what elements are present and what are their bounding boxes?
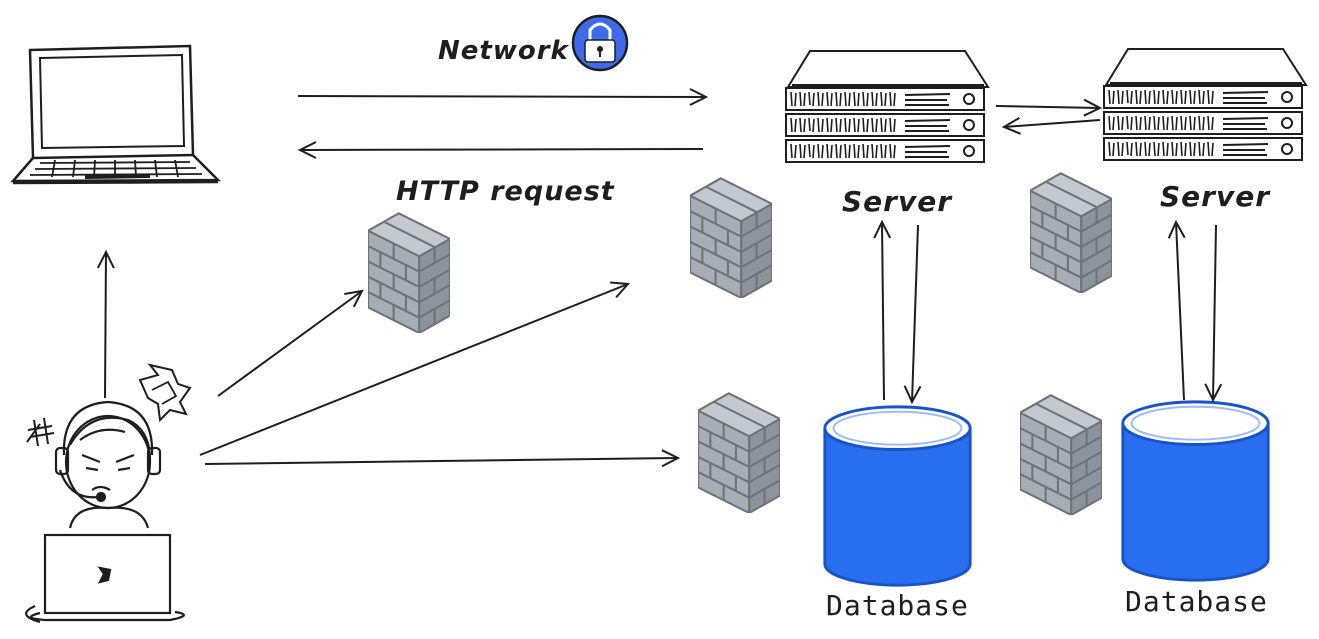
firewall-icon xyxy=(1030,172,1112,293)
frustrated-user-icon xyxy=(25,363,192,624)
firewall-icon xyxy=(690,177,772,298)
database-label-right: Database xyxy=(1125,585,1268,618)
connection-arrows xyxy=(105,96,1216,464)
firewall-icon xyxy=(1020,394,1102,515)
arrow-user-firewall xyxy=(204,458,678,464)
database-cylinder-icon xyxy=(823,405,972,587)
network-label: Network xyxy=(438,36,569,66)
server-label-right: Server xyxy=(1160,180,1271,213)
server-label-left: Server xyxy=(842,185,953,218)
http-request-label: HTTP request xyxy=(396,176,615,207)
arrow-db-server xyxy=(1176,222,1184,401)
arrow-server-server xyxy=(1004,120,1101,127)
lock-icon xyxy=(571,14,629,72)
database-cylinder-icon xyxy=(1121,400,1270,582)
firewall-icon xyxy=(368,212,450,333)
server-rack-icon xyxy=(786,51,988,162)
arrow-server-db xyxy=(1213,224,1216,400)
database-label-left: Database xyxy=(826,589,969,622)
arrow-request xyxy=(297,96,706,97)
arrow-user-firewall xyxy=(199,284,628,456)
arrow-db-server xyxy=(882,222,884,401)
arrow-user-firewall xyxy=(217,291,362,397)
arrow-user-laptop xyxy=(105,252,106,399)
laptop-icon xyxy=(10,44,222,185)
firewall-icon xyxy=(698,392,780,513)
arrow-server-server xyxy=(995,106,1100,108)
arrow-response xyxy=(300,149,704,150)
arrow-server-db xyxy=(912,224,918,402)
server-rack-icon xyxy=(1104,49,1306,160)
